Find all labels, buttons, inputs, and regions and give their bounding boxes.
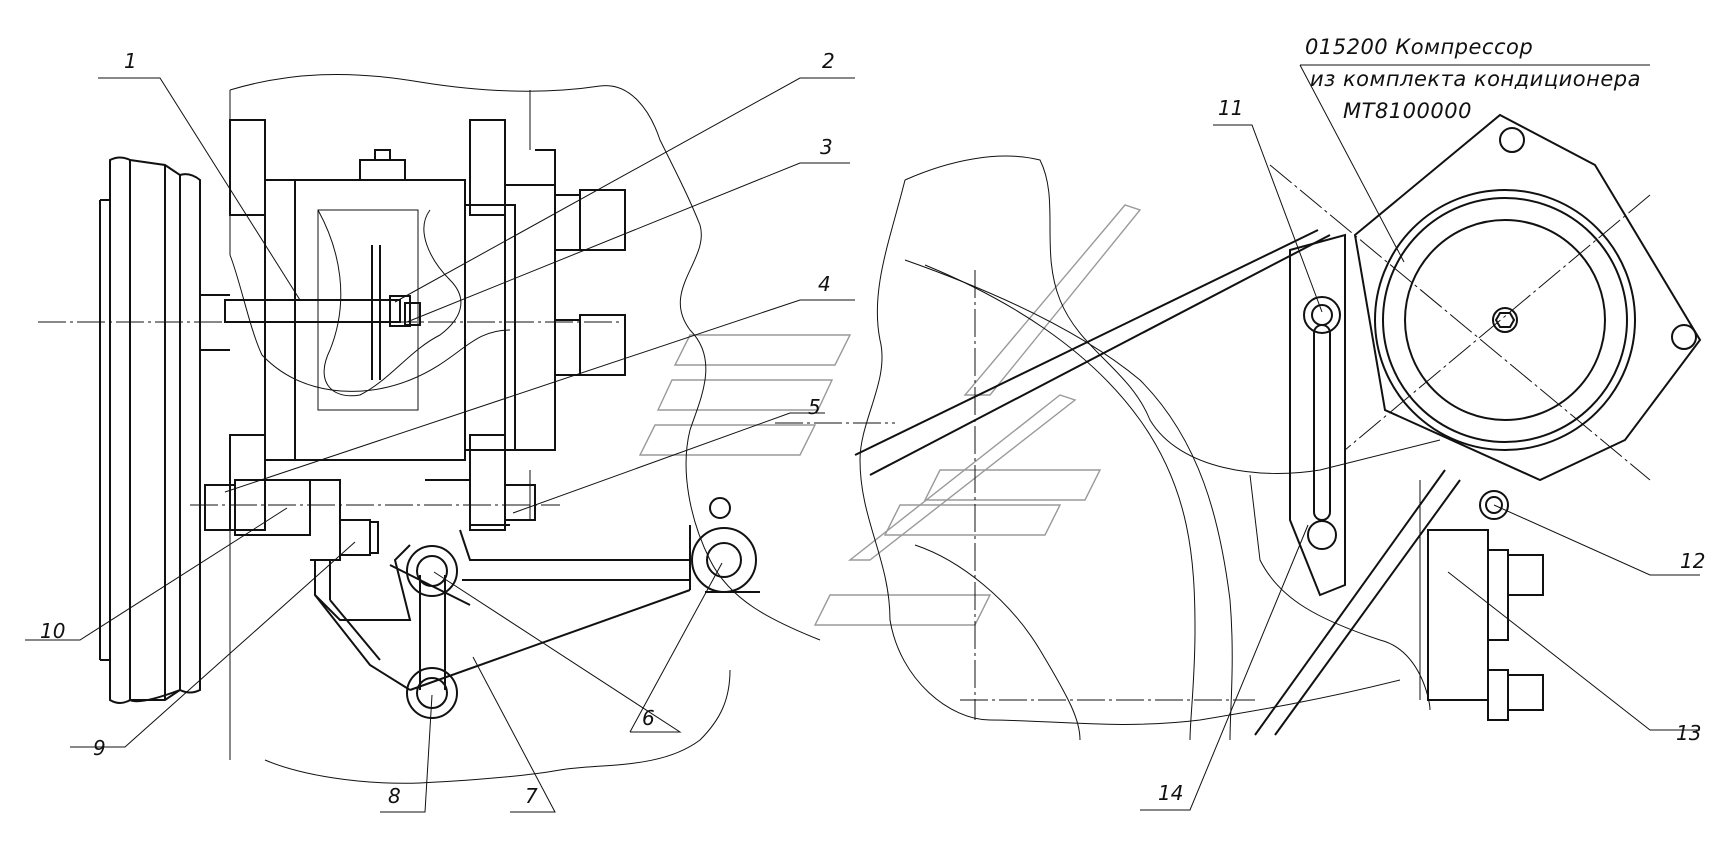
callout-14: 14 [1158, 781, 1183, 805]
callout-8: 8 [388, 784, 401, 808]
callout-3: 3 [820, 135, 833, 159]
note-line-3: МТ8100000 [1343, 99, 1472, 123]
drive-belt [129, 229, 1461, 736]
alternator-pulley [99, 156, 230, 704]
compressor-note: 015200 Компрессор из комплекта кондицион… [1305, 35, 1641, 123]
callout-11: 11 [1218, 96, 1243, 120]
callout-9: 9 [93, 736, 106, 760]
compressor [1353, 113, 1702, 721]
callout-13: 13 [1676, 721, 1701, 745]
callout-2: 2 [822, 49, 835, 73]
mounting-bracket [204, 479, 691, 691]
engine-block-outline [229, 73, 1441, 784]
callout-10: 10 [40, 619, 65, 643]
note-line-2: из комплекта кондиционера [1310, 67, 1641, 91]
alternator-body [224, 119, 626, 531]
callout-7: 7 [525, 784, 538, 808]
callout-labels: 1 2 3 4 5 6 7 8 9 10 11 12 13 14 [40, 49, 1705, 808]
callout-1: 1 [124, 49, 137, 73]
callout-5: 5 [808, 395, 821, 419]
leader-lines [25, 64, 1700, 813]
callout-6: 6 [642, 706, 655, 730]
callout-12: 12 [1680, 549, 1705, 573]
bolts [406, 127, 1697, 719]
tension-bar [1289, 233, 1346, 597]
watermark-logo [638, 204, 1142, 626]
note-line-1: 015200 Компрессор [1305, 35, 1533, 59]
callout-4: 4 [818, 272, 831, 296]
